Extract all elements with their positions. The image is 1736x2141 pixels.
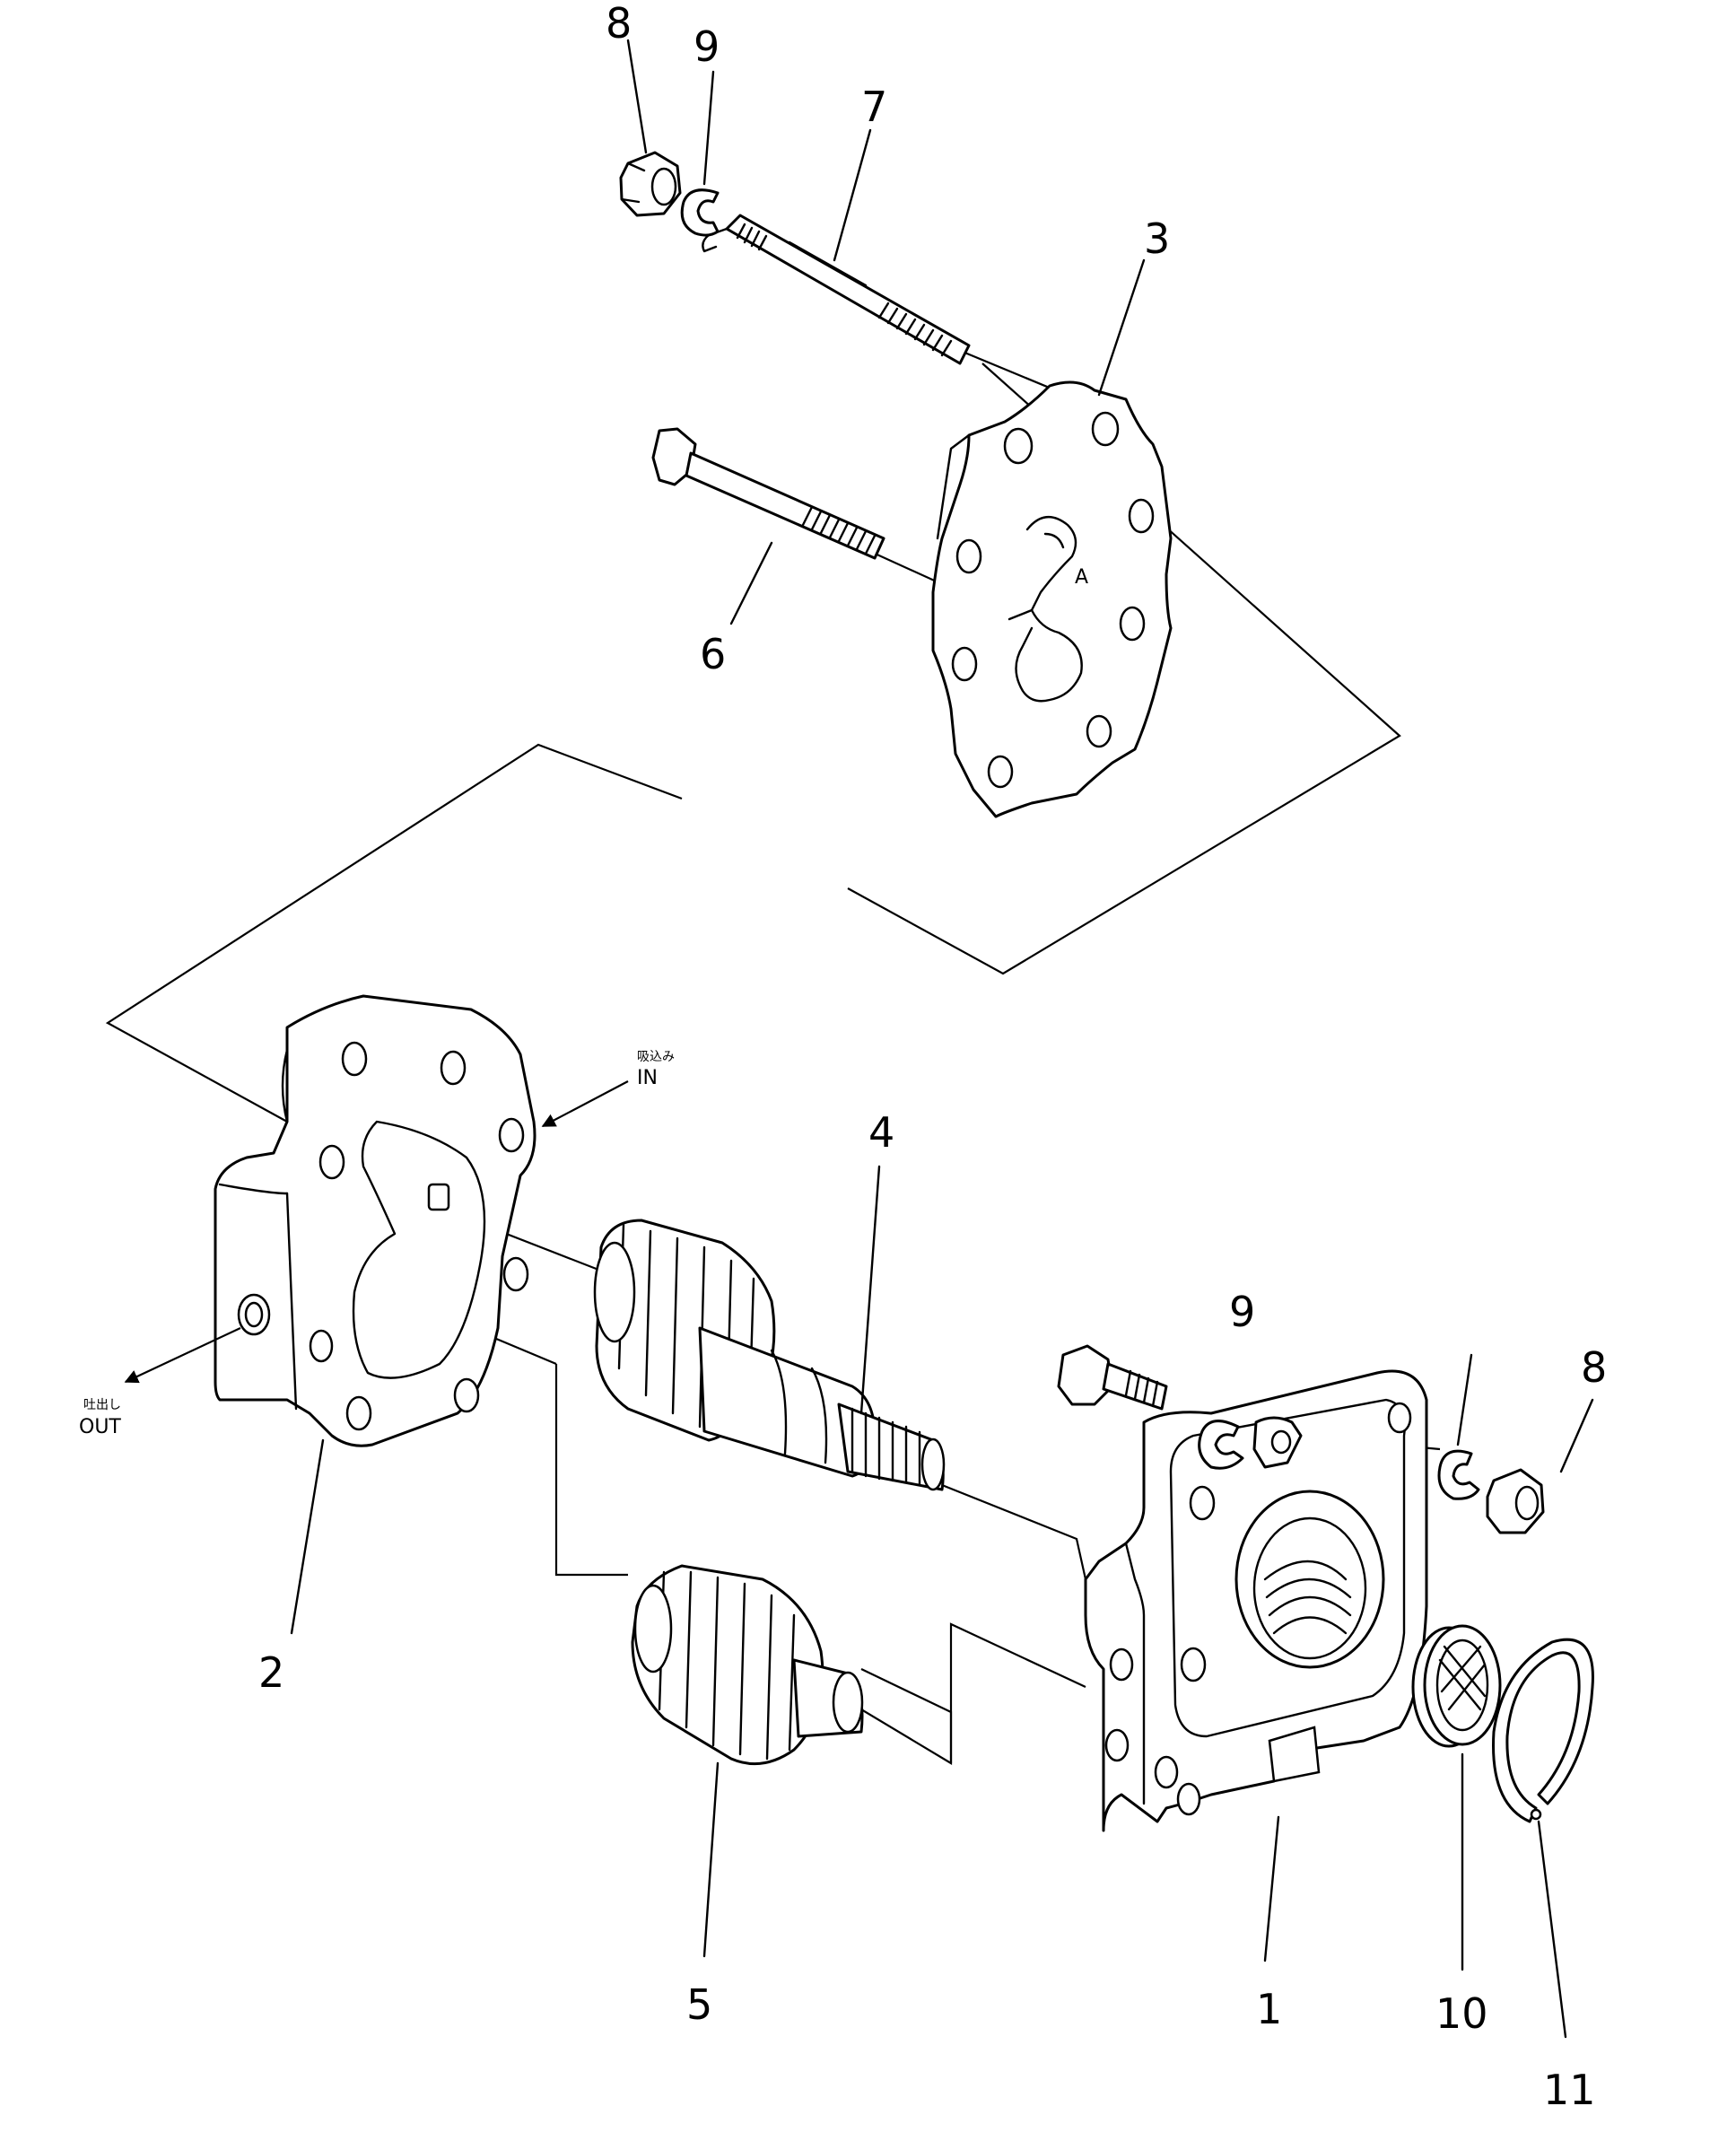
spring-washer-top-part-9 (680, 188, 720, 237)
drive-gear-part-4 (593, 1219, 946, 1491)
callout-9-right: 9 (1229, 1288, 1255, 1336)
callout-9-top: 9 (694, 22, 720, 71)
snap-ring-part-11 (1492, 1638, 1594, 1823)
bolt-middle-right (1057, 1344, 1168, 1411)
oil-seal-part-10 (1411, 1624, 1502, 1748)
callout-10: 10 (1435, 1989, 1488, 2038)
callout-2: 2 (258, 1648, 284, 1697)
out-port-label: OUT (79, 1416, 121, 1438)
callout-3: 3 (1144, 214, 1170, 263)
spring-washer-right-part-9 (1437, 1449, 1480, 1500)
nut-right-part-8 (1486, 1468, 1545, 1534)
driven-gear-part-5 (631, 1564, 864, 1766)
callout-5: 5 (686, 1980, 712, 2029)
plate-mark: A (1075, 566, 1088, 589)
out-port-label-jp: 吐出し (83, 1398, 121, 1412)
callout-labels: 8 9 7 3 6 4 9 8 2 5 1 10 11 (258, 0, 1607, 2114)
nut-top-part-8 (619, 151, 682, 217)
in-port-label-jp: 吸込み (637, 1050, 675, 1064)
port-arrows: 吸込み IN 吐出し OUT (79, 1050, 675, 1438)
gear-housing-part-2 (214, 994, 537, 1447)
callout-8-top: 8 (606, 0, 632, 48)
body-flange-part-1 (1084, 1369, 1428, 1832)
callout-11: 11 (1543, 2066, 1596, 2114)
in-port-label: IN (637, 1067, 658, 1089)
callout-1: 1 (1256, 1985, 1282, 2033)
callout-4: 4 (868, 1108, 894, 1157)
bolt-part-6 (651, 427, 885, 560)
cover-plate-part-3: A (931, 380, 1173, 818)
callout-leaders (290, 39, 1594, 2039)
callout-7: 7 (861, 83, 887, 131)
stud-part-7 (702, 214, 971, 365)
callout-6: 6 (700, 630, 726, 678)
callout-8-right: 8 (1581, 1343, 1607, 1392)
washer-middle-right (1198, 1420, 1244, 1470)
